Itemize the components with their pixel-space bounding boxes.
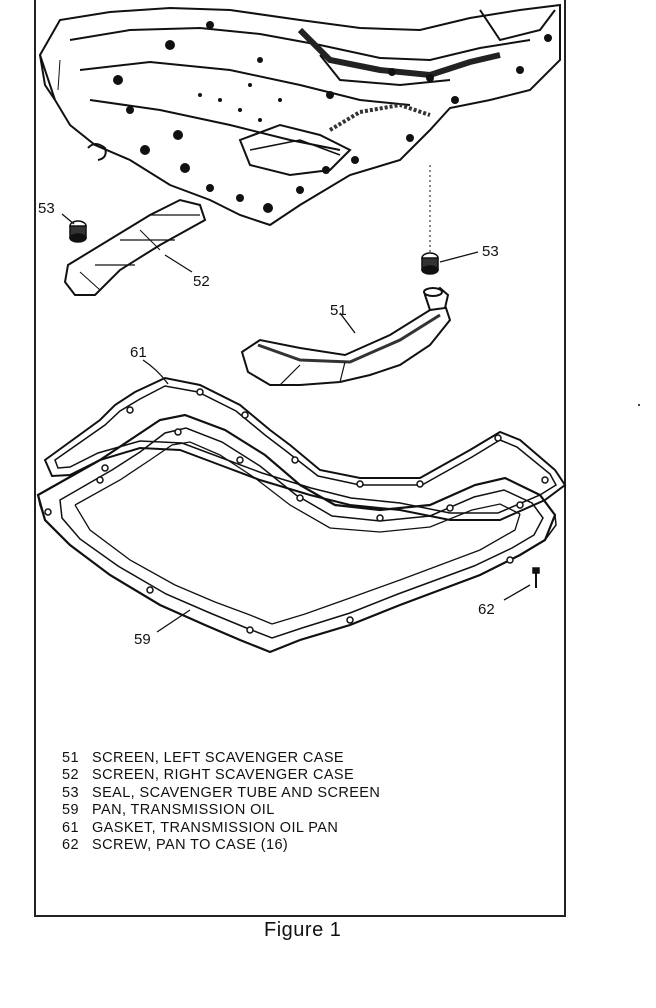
callout-51: 51 <box>330 302 347 319</box>
callout-59: 59 <box>134 631 151 648</box>
figure-frame <box>34 0 566 917</box>
pan-screw <box>532 567 540 588</box>
gasket-bolt-holes <box>101 388 549 488</box>
figure-caption: Figure 1 <box>264 919 342 941</box>
case-bolt-holes <box>113 21 552 213</box>
oil-pan-gasket <box>43 376 567 521</box>
transmission-case <box>38 3 561 227</box>
seal-right <box>421 252 439 275</box>
scan-speck <box>638 404 640 406</box>
callout-53-left: 53 <box>38 200 55 217</box>
screen-right-scavenger <box>63 198 207 296</box>
pan-bolt-holes <box>44 428 524 634</box>
callout-62: 62 <box>478 601 495 618</box>
leader-lines <box>61 213 531 633</box>
callout-61: 61 <box>130 344 147 361</box>
screen-left-scavenger <box>240 286 452 386</box>
callout-53-right: 53 <box>482 243 499 260</box>
transmission-oil-pan <box>36 413 557 654</box>
seal-left <box>69 220 87 243</box>
callout-52: 52 <box>193 273 210 290</box>
